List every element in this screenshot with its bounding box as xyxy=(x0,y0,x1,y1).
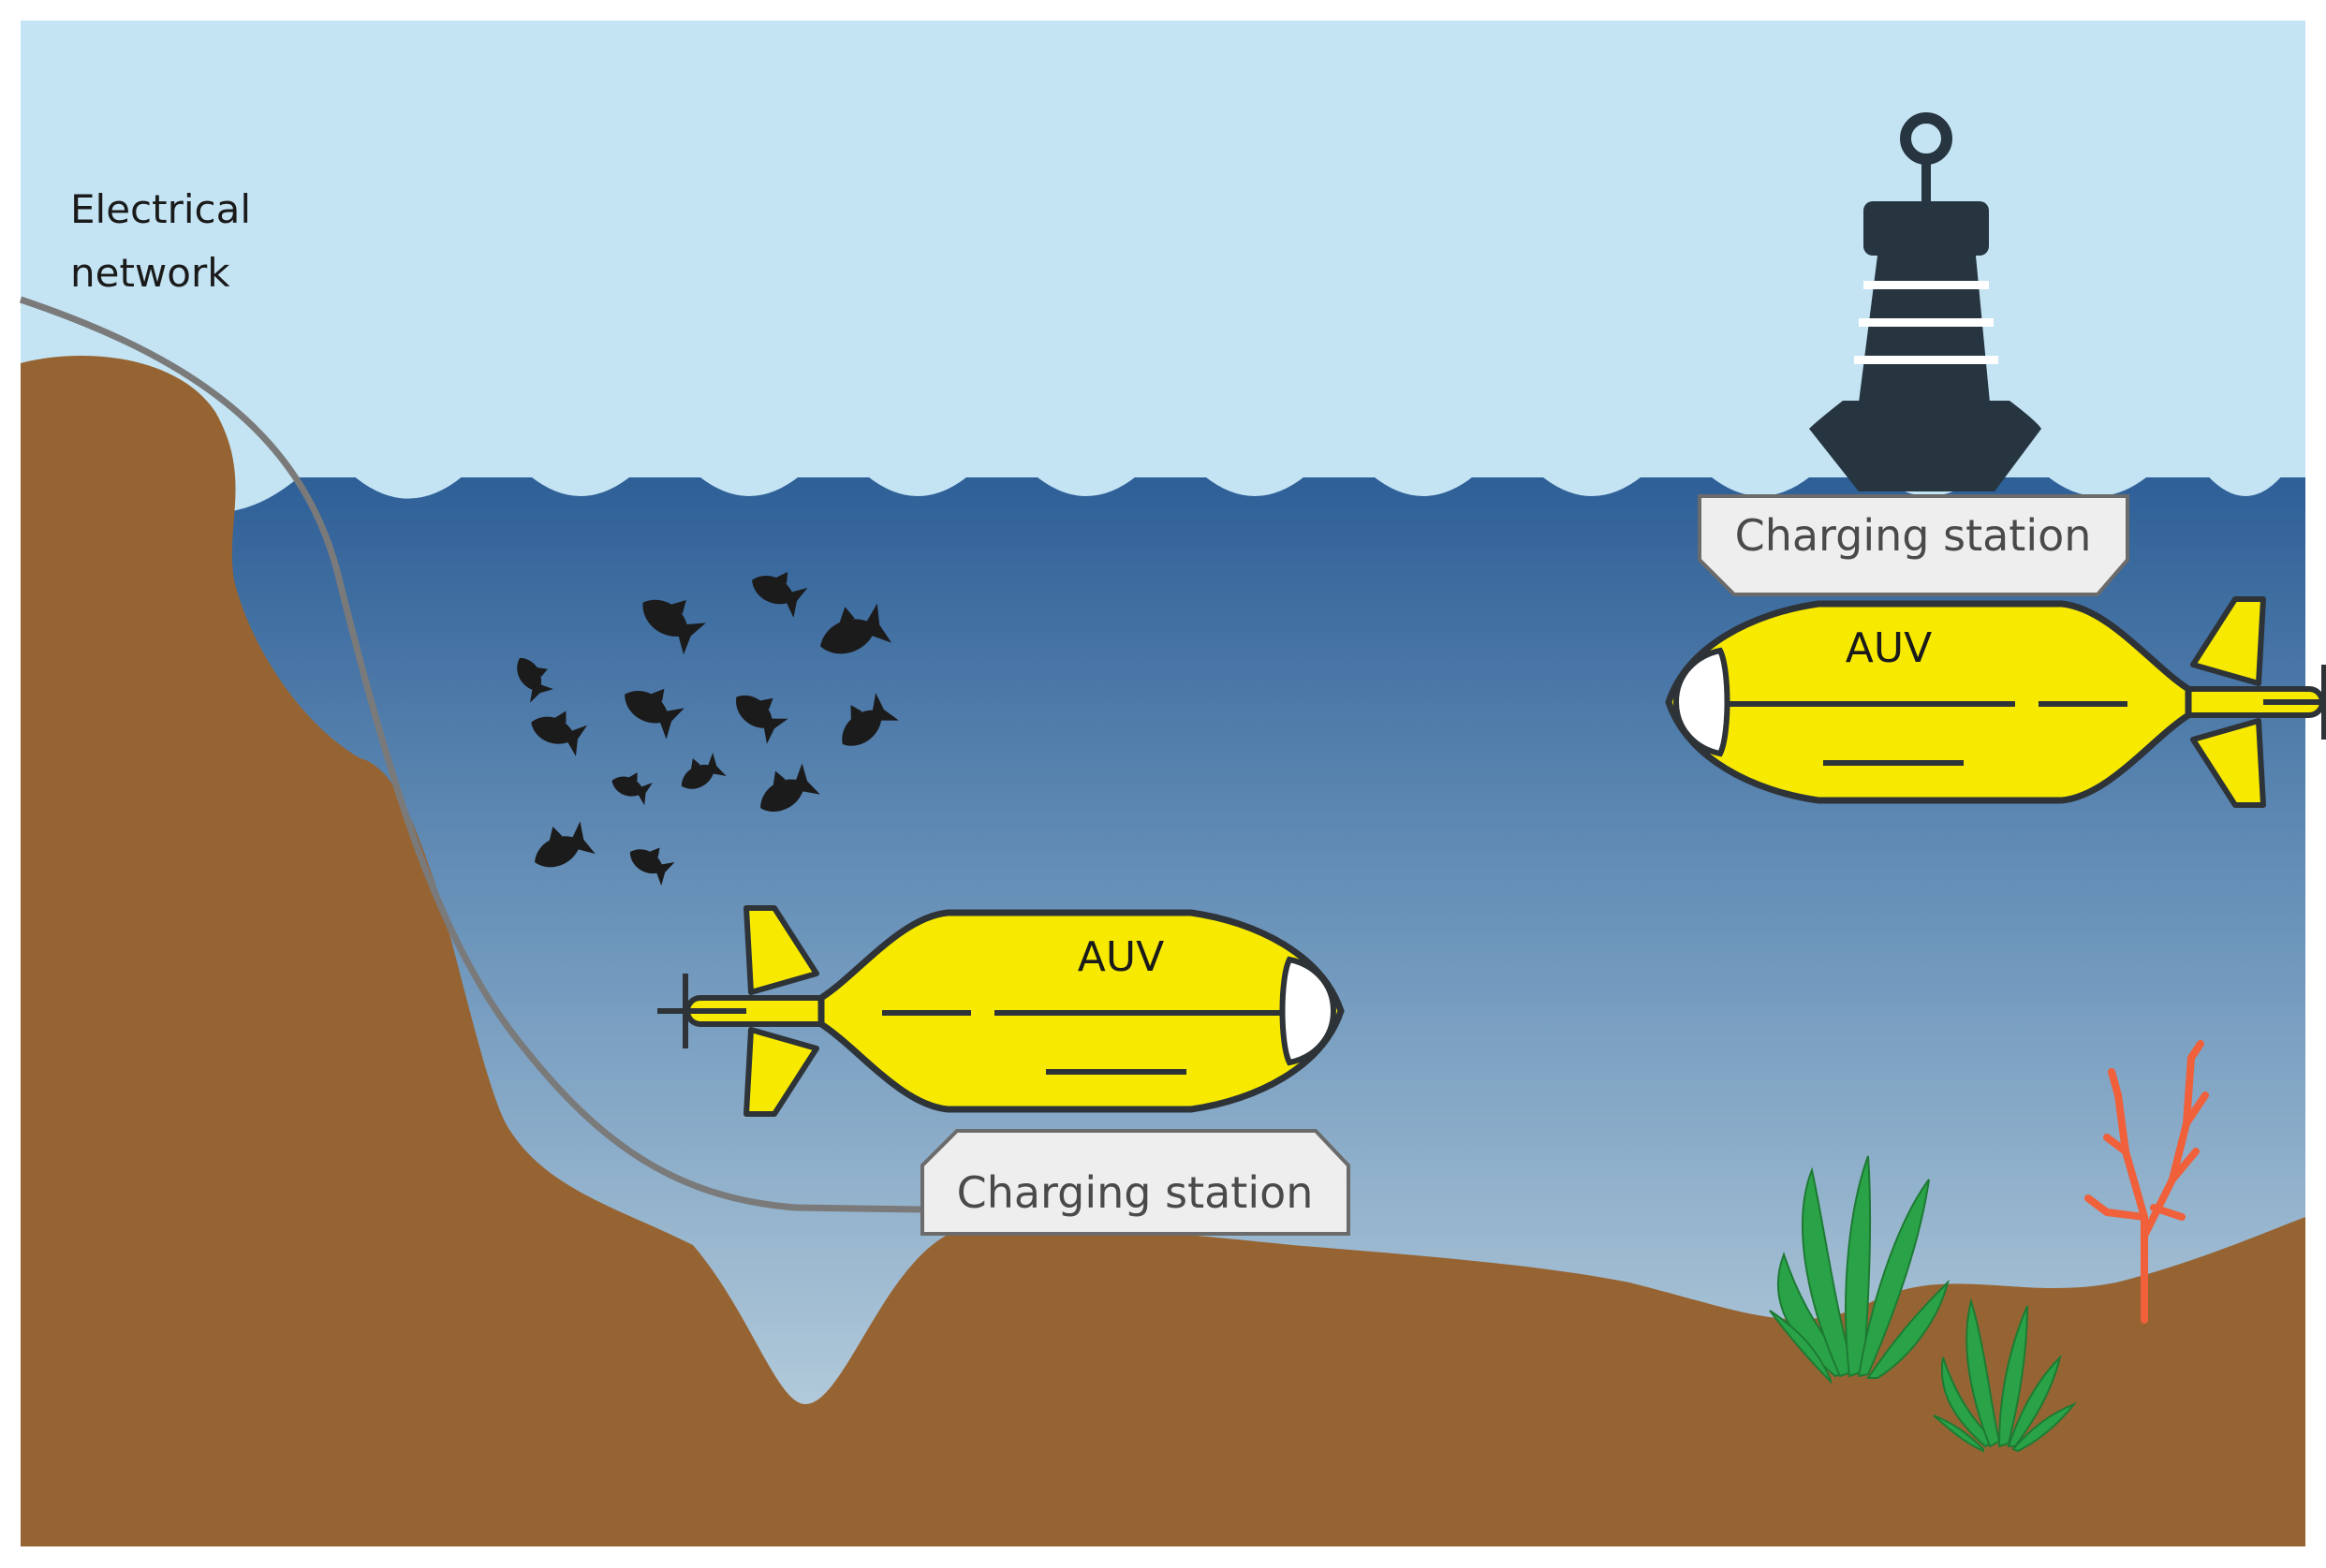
electrical-cable xyxy=(19,296,923,1213)
electrical-network-label: Electrical network xyxy=(70,186,263,296)
auv-bottom: AUV xyxy=(657,905,1345,1117)
charging-station-top-label: Charging station xyxy=(1735,510,2092,561)
buoy-icon xyxy=(1809,112,2041,491)
auv-bottom-label: AUV xyxy=(1078,933,1164,981)
auv-icon: AUV xyxy=(657,905,1345,1117)
seabed xyxy=(21,355,2305,1546)
charging-station-top: Charging station xyxy=(1698,494,2129,596)
charging-station-bottom-label: Charging station xyxy=(957,1167,1314,1218)
auv-top: AUV xyxy=(1665,596,2326,808)
seaweed-icon xyxy=(1769,1155,1950,1385)
seaweed-icon xyxy=(1933,1297,2078,1453)
auv-top-label: AUV xyxy=(1846,624,1932,672)
wave-surface xyxy=(21,440,2305,534)
charging-station-bottom: Charging station xyxy=(920,1129,1350,1236)
coral-icon xyxy=(2084,1040,2209,1324)
auv-icon: AUV xyxy=(1665,596,2326,808)
